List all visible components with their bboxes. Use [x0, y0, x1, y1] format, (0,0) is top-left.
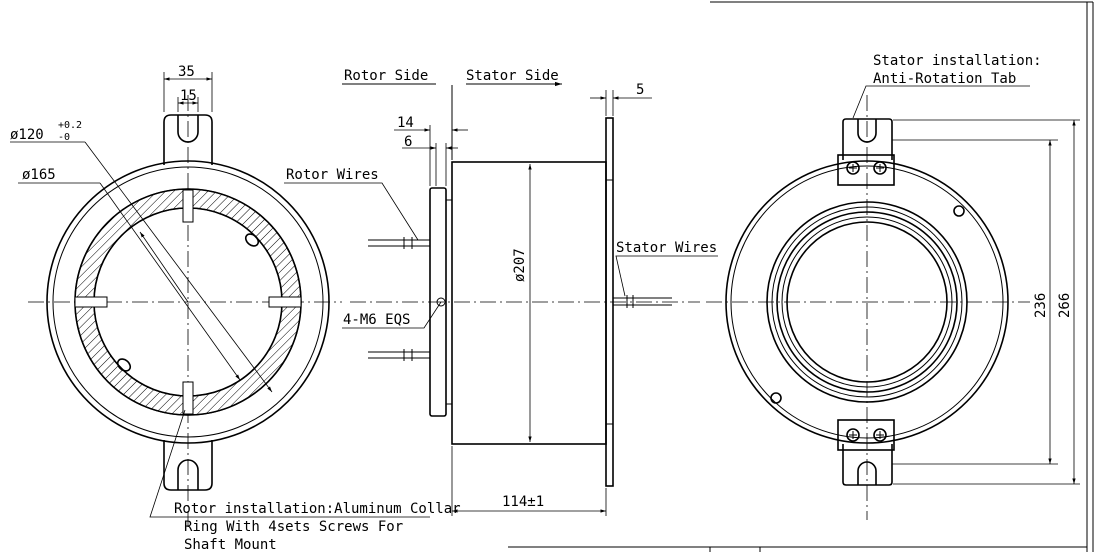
rotor-install-line2: Ring With 4sets Screws For	[184, 519, 403, 535]
title-block-frame	[508, 1, 1094, 552]
dim-266: 266	[1057, 293, 1073, 318]
rotor-install-line1: Rotor installation:Aluminum Collar	[174, 501, 461, 517]
dim-236: 236	[1033, 293, 1049, 318]
stator-install-line1: Stator installation:	[873, 53, 1042, 69]
stator-face-view	[706, 85, 1080, 520]
dim-length: 114±1	[502, 494, 544, 510]
dim-5: 5	[636, 82, 644, 98]
dim-phi120-tol-upper: +0.2	[58, 120, 82, 131]
rotor-side-label: Rotor Side	[344, 68, 428, 84]
rotor-wires-label: Rotor Wires	[286, 167, 379, 183]
stator-install-line2: Anti-Rotation Tab	[873, 71, 1016, 87]
dim-phi207: ø207	[512, 248, 528, 282]
dim-phi165: ø165	[22, 167, 56, 183]
rotor-face-view	[10, 72, 430, 530]
dim-6: 6	[404, 134, 412, 150]
stator-wires-label: Stator Wires	[616, 240, 717, 256]
dim-14: 14	[397, 115, 414, 131]
side-view	[284, 81, 718, 516]
dim-15: 15	[180, 88, 197, 104]
thread-label: 4-M6 EQS	[343, 312, 410, 328]
rotor-install-line3: Shaft Mount	[184, 537, 277, 552]
dim-35: 35	[178, 64, 195, 80]
dim-phi120-tol-lower: -0	[58, 132, 70, 143]
stator-side-label: Stator Side	[466, 68, 559, 84]
dim-phi120: ø120	[10, 127, 44, 143]
